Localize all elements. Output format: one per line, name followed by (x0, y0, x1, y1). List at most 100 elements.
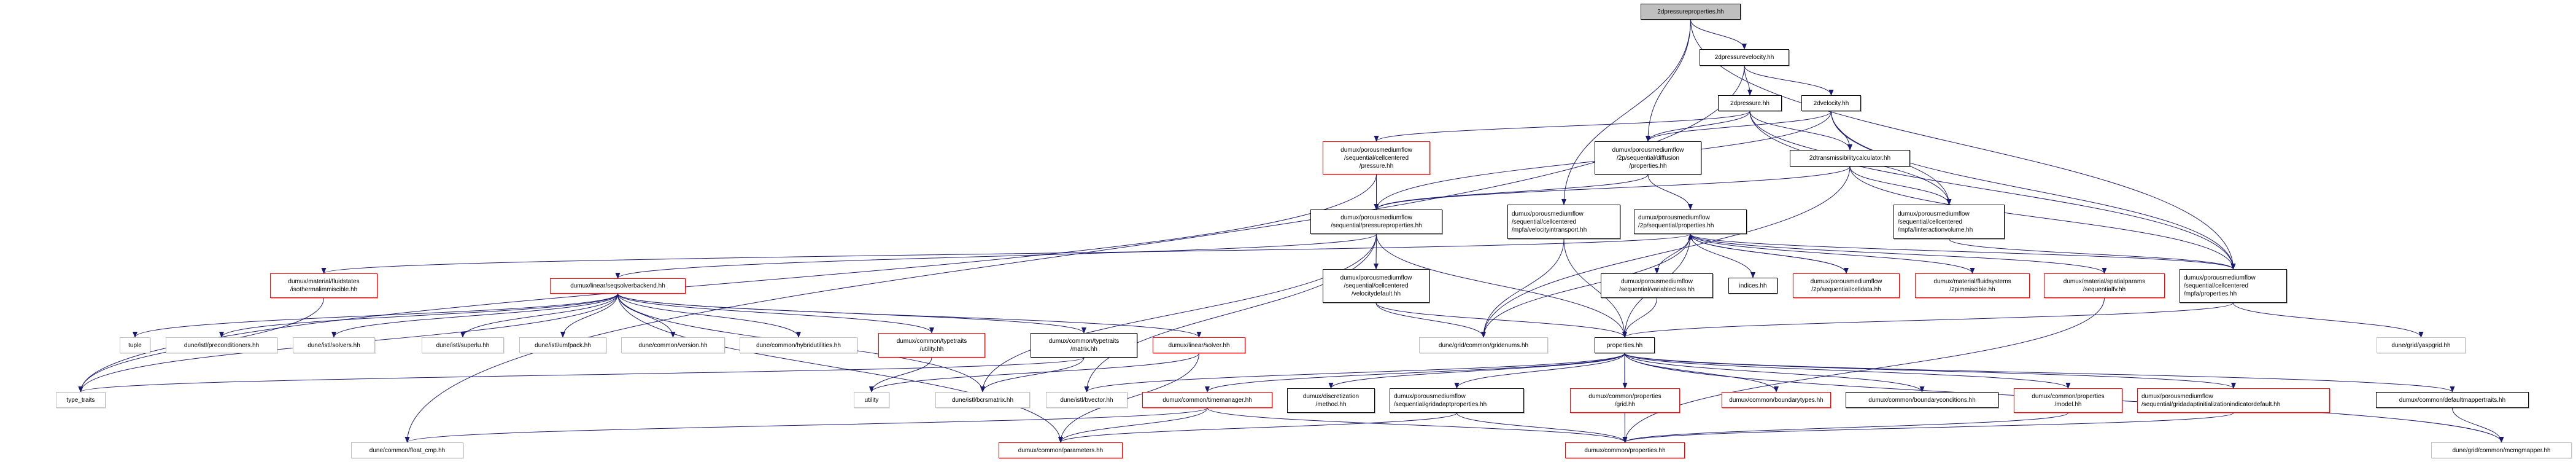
dependency-edge (1622, 297, 1657, 338)
dependency-edge (980, 233, 1377, 393)
dependency-edge (1454, 353, 1625, 389)
graph-node-dumux-porousmediumflow-sequential-cellcentered-mpfa-linteractionvolume-hh[interactable]: dumux/porousmediumflow /sequential/cellc… (1893, 205, 2005, 239)
dependency-edge (1207, 407, 1628, 443)
dependency-edge (1481, 238, 1565, 338)
dependency-edge (1563, 238, 1627, 338)
graph-node-dumux-porousmediumflow-sequential-cellcentered-velocitydefault-hh[interactable]: dumux/porousmediumflow /sequential/cellc… (1323, 269, 1429, 303)
graph-node-label: dumux/porousmediumflow /sequential/cellc… (1898, 210, 1973, 233)
dependency-edge (615, 233, 1377, 279)
graph-node-dumux-porousmediumflow-sequential-gridadaptinitializationindicatordefault-hh[interactable]: dumux/porousmediumflow /sequential/grida… (2137, 388, 2330, 413)
graph-node-dumux-common-properties-grid-hh[interactable]: dumux/common/properties /grid.hh (1570, 388, 1680, 413)
dependency-edge (1624, 353, 1925, 393)
dependency-edge (560, 293, 618, 338)
graph-node-label: dumux/porousmediumflow /sequential/grida… (1394, 393, 1487, 408)
graph-node-label: dumux/porousmediumflow /sequential/cellc… (1512, 210, 1587, 233)
graph-node-dumux-common-boundarytypes-hh[interactable]: dumux/common/boundarytypes.hh (1722, 392, 1831, 408)
dependency-edge (1374, 111, 1750, 142)
dependency-edge (1205, 353, 1625, 393)
graph-node-label: dumux/common/properties.hh (1584, 447, 1666, 454)
graph-node-dumux-porousmediumflow-sequential-gridadaptproperties-hh[interactable]: dumux/porousmediumflow /sequential/grida… (1390, 388, 1524, 413)
graph-node-label: dumux/material/fluidsystems /2pimmiscibl… (1933, 278, 2011, 293)
dependency-edge (219, 293, 618, 338)
graph-node-label: dumux/porousmediumflow /sequential/cellc… (1340, 275, 1412, 297)
graph-node-dumux-material-fluidstates-isothermalimmiscible-hh[interactable]: dumux/material/fluidstates /isothermalim… (270, 273, 377, 298)
graph-node-label: dune/grid/common/mcmgmapper.hh (2452, 447, 2551, 454)
graph-node-dumux-porousmediumflow-2p-sequential-properties-hh[interactable]: dumux/porousmediumflow /2p/sequential/pr… (1634, 209, 1747, 234)
graph-node-label: dumux/discretization /method.hh (1302, 393, 1360, 408)
graph-node-label: dumux/common/typetraits /matrix.hh (1048, 338, 1120, 353)
dependency-edge (1849, 166, 1952, 205)
graph-node-label: properties.hh (1606, 342, 1643, 349)
graph-node-dune-istl-umfpack-hh: dune/istl/umfpack.hh (519, 337, 606, 353)
graph-node-dumux-discretization-method-hh[interactable]: dumux/discretization /method.hh (1287, 388, 1375, 413)
dependency-edge (980, 357, 1085, 393)
dependency-edge (1646, 111, 1831, 142)
dependency-edge (1624, 353, 1779, 393)
dependency-edge (1690, 233, 2236, 270)
dependency-edge (1647, 174, 1693, 210)
dependency-edge (1376, 233, 1627, 338)
graph-node-dumux-common-properties-hh[interactable]: dumux/common/properties.hh (1565, 442, 1685, 458)
graph-node-dumux-common-typetraits-utility-hh[interactable]: dumux/common/typetraits /utility.hh (878, 333, 985, 358)
dependency-edge (1949, 238, 2236, 270)
graph-node-label: dumux/common/properties /model.hh (2032, 393, 2105, 408)
graph-node-label: dumux/porousmediumflow /sequential/cellc… (2184, 275, 2256, 297)
dependency-edge (2233, 302, 2424, 338)
dependency-edge (1622, 302, 2234, 338)
dependency-edge (79, 357, 1085, 393)
graph-node-2dpressureproperties-hh[interactable]: 2dpressureproperties.hh (1641, 4, 1741, 20)
graph-node-dumux-porousmediumflow-sequential-pressureproperties-hh[interactable]: dumux/porousmediumflow /sequential/press… (1310, 209, 1442, 234)
dependency-edge (1749, 111, 1852, 151)
graph-node-2dvelocity-hh[interactable]: 2dvelocity.hh (1801, 95, 1861, 111)
graph-node-dumux-common-boundaryconditions-hh[interactable]: dumux/common/boundaryconditions.hh (1846, 392, 1998, 408)
graph-node-dune-grid-common-mcmgmapper-hh: dune/grid/common/mcmgmapper.hh (2431, 442, 2572, 458)
dependency-edge (460, 293, 618, 338)
dependency-edge (1374, 166, 1851, 210)
graph-node-dune-istl-preconditioners-hh: dune/istl/preconditioners.hh (166, 337, 277, 353)
graph-node-dumux-common-defaultmappertraits-hh[interactable]: dumux/common/defaultmappertraits.hh (2376, 392, 2529, 408)
graph-node-2dtransmissibilitycalculator-hh[interactable]: 2dtransmissibilitycalculator.hh (1790, 150, 1910, 166)
graph-node-dune-common-hybridutilities-hh: dune/common/hybridutilities.hh (740, 337, 857, 353)
graph-node-2dpressurevelocity-hh[interactable]: 2dpressurevelocity.hh (1700, 49, 1789, 66)
graph-node-dune-common-version-hh: dune/common/version.hh (621, 337, 725, 353)
graph-node-properties-hh[interactable]: properties.hh (1595, 337, 1655, 353)
dependency-edge (133, 293, 618, 338)
graph-node-label: dune/common/version.hh (638, 342, 708, 349)
graph-node-label: dune/istl/superlu.hh (436, 342, 490, 349)
dependency-edge (1058, 407, 1208, 443)
graph-node-dumux-porousmediumflow-sequential-cellcentered-mpfa-velocityintransport-hh[interactable]: dumux/porousmediumflow /sequential/cellc… (1507, 205, 1620, 239)
graph-node-label: 2dvelocity.hh (1813, 100, 1849, 107)
graph-node-label: dumux/common/properties /grid.hh (1588, 393, 1661, 408)
graph-node-utility: utility (854, 392, 889, 408)
dependency-edge (1646, 111, 1750, 142)
graph-node-dumux-porousmediumflow-sequential-variableclass-hh[interactable]: dumux/porousmediumflow /sequential/varia… (1601, 273, 1713, 298)
graph-node-dumux-material-fluidsystems-2pimmiscible-hh[interactable]: dumux/material/fluidsystems /2pimmiscibl… (1915, 273, 2030, 298)
graph-node-dumux-porousmediumflow-2p-sequential-celldata-hh[interactable]: dumux/porousmediumflow /2p/sequential/ce… (1793, 273, 1900, 298)
graph-node-label: 2dpressureproperties.hh (1657, 8, 1724, 15)
graph-node-label: dumux/porousmediumflow /2p/sequential/pr… (1638, 214, 1714, 229)
dependency-edge (78, 174, 1377, 393)
graph-node-label: dune/common/hybridutilities.hh (756, 342, 841, 349)
graph-node-dumux-linear-solver-hh[interactable]: dumux/linear/solver.hh (1153, 337, 1245, 353)
graph-node-dumux-porousmediumflow-2p-sequential-diffusion-properties-hh[interactable]: dumux/porousmediumflow /2p/sequential/di… (1595, 141, 1701, 174)
dependency-edge (1646, 19, 1691, 142)
dependency-edge (2452, 407, 2504, 443)
graph-node-dune-grid-yaspgrid-hh: dune/grid/yaspgrid.hh (2377, 337, 2466, 353)
graph-node-dumux-common-parameters-hh[interactable]: dumux/common/parameters.hh (999, 442, 1123, 458)
dependency-edge (1084, 353, 1625, 393)
graph-node-dune-istl-bcrsmatrix-hh: dune/istl/bcrsmatrix.hh (935, 392, 1030, 408)
graph-node-dumux-porousmediumflow-sequential-cellcentered-pressure-hh[interactable]: dumux/porousmediumflow /sequential/cellc… (1323, 141, 1430, 174)
graph-node-dumux-porousmediumflow-sequential-cellcentered-mpfa-properties-hh[interactable]: dumux/porousmediumflow /sequential/cellc… (2180, 269, 2287, 303)
graph-node-dumux-common-timemanager-hh[interactable]: dumux/common/timemanager.hh (1142, 392, 1272, 408)
graph-node-label: indices.hh (1739, 282, 1767, 289)
graph-node-label: utility (864, 396, 879, 404)
graph-node-dumux-common-properties-model-hh[interactable]: dumux/common/properties /model.hh (2014, 388, 2122, 413)
graph-node-dune-istl-bvector-hh: dune/istl/bvector.hh (1046, 392, 1127, 408)
graph-node-label: dumux/porousmediumflow /sequential/cellc… (1340, 146, 1412, 170)
graph-node-dumux-common-typetraits-matrix-hh[interactable]: dumux/common/typetraits /matrix.hh (1031, 333, 1137, 358)
dependency-edge (1744, 65, 1834, 96)
graph-node-dumux-linear-seqsolverbackend-hh[interactable]: dumux/linear/seqsolverbackend.hh (550, 278, 686, 294)
graph-node-indices-hh[interactable]: indices.hh (1728, 278, 1777, 294)
graph-node-2dpressure-hh[interactable]: 2dpressure.hh (1718, 95, 1782, 111)
graph-node-dumux-material-spatialparams-sequentialfv-hh[interactable]: dumux/material/spatialparams /sequential… (2044, 273, 2165, 298)
